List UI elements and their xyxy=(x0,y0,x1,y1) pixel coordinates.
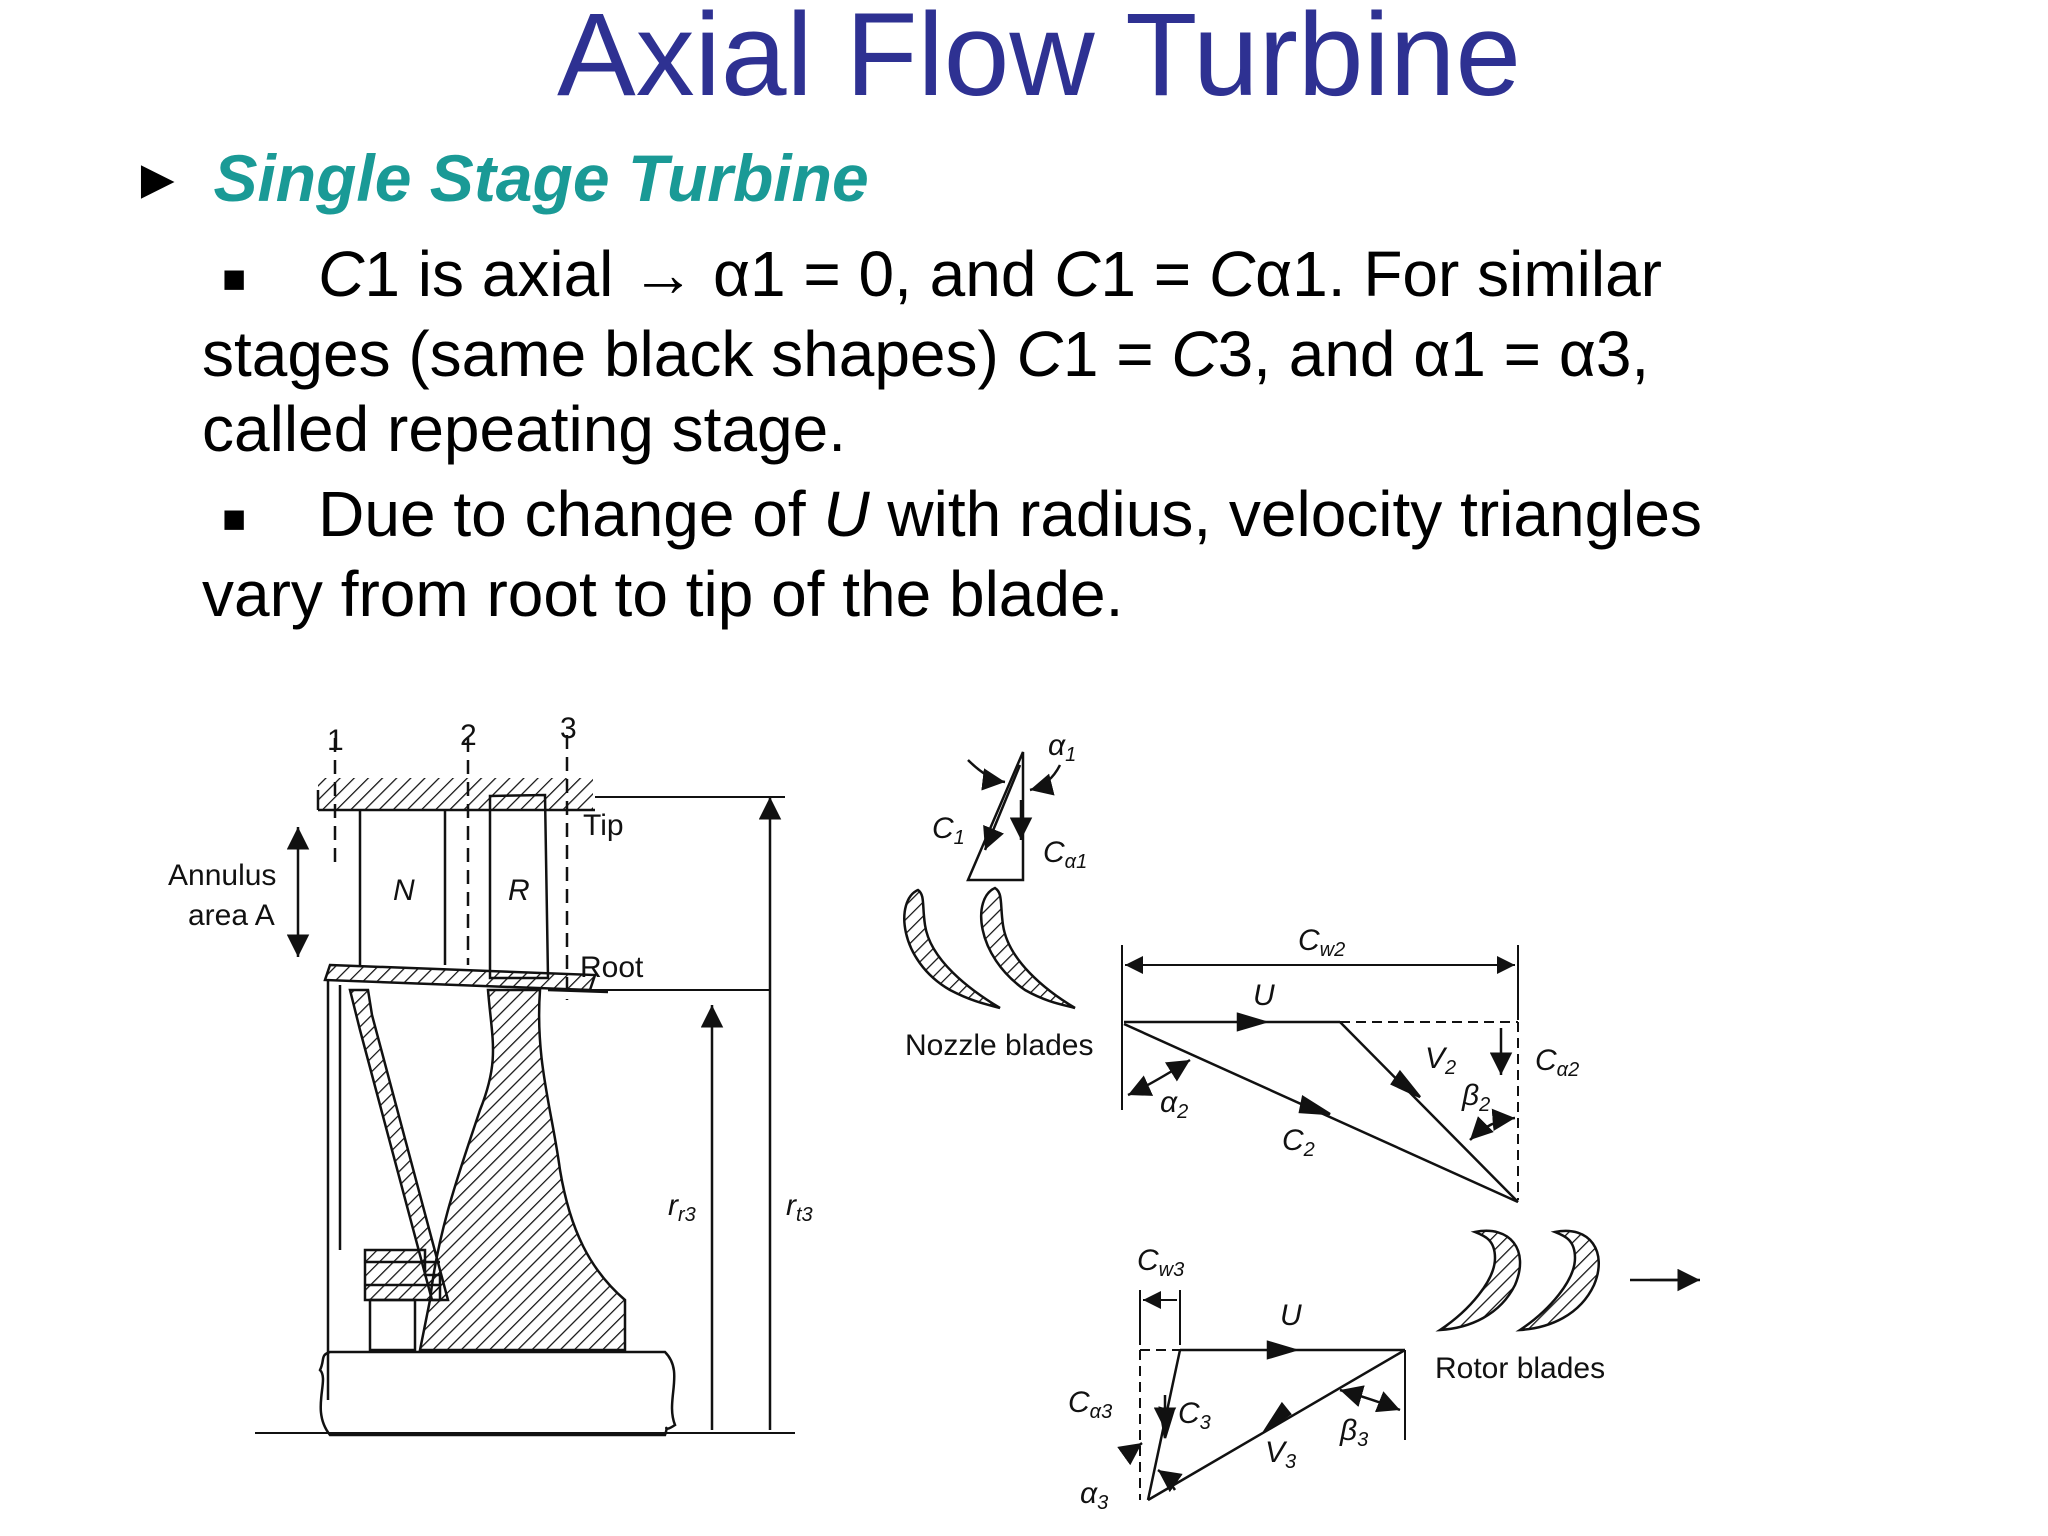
c1-label: C1 xyxy=(932,812,965,849)
slide-title: Axial Flow Turbine xyxy=(556,0,1522,121)
station-3-label: 3 xyxy=(560,712,577,745)
inlet-velocity-triangle xyxy=(966,751,1062,882)
velocity-triangle-2 xyxy=(1121,945,1519,1204)
v3-label: V3 xyxy=(1265,1436,1296,1473)
square-bullet-icon: ■ xyxy=(222,496,247,541)
cw2-label: Cw2 xyxy=(1298,924,1345,961)
var-c: C xyxy=(318,238,365,310)
beta3-label: β3 xyxy=(1339,1414,1368,1451)
inlet-triangle-labels: α1 C1 Cα1 xyxy=(932,729,1087,873)
alpha3-label: α3 xyxy=(1080,1477,1108,1514)
stage-labels: 1 2 3 Tip Root Annulus area A N R rr3 rt… xyxy=(168,712,813,1226)
root-label: Root xyxy=(580,951,644,984)
var-c: C xyxy=(1208,238,1256,310)
annulus-label-line1: Annulus xyxy=(168,859,276,892)
ca1-label: Cα1 xyxy=(1043,836,1087,873)
ca2-label: Cα2 xyxy=(1535,1044,1579,1081)
text-run: α1. For similar stages (same black shape… xyxy=(202,238,1662,390)
section-heading-text: Single Stage Turbine xyxy=(213,141,869,215)
u2-label: U xyxy=(1253,979,1275,1012)
nozzle-blades-label: Nozzle blades xyxy=(905,1029,1093,1062)
var-u: U xyxy=(823,478,870,550)
triangle-2-labels: Cw2 U V2 β2 Cα2 α2 C2 xyxy=(1160,924,1579,1161)
velocity-triangle-3 xyxy=(1117,1290,1406,1502)
c3-label: C3 xyxy=(1178,1397,1211,1434)
shaft xyxy=(318,1350,677,1437)
cw3-label: Cw3 xyxy=(1137,1244,1184,1281)
beta2-label: β2 xyxy=(1461,1079,1490,1116)
var-c: C xyxy=(1016,317,1063,390)
text-run: 1 = xyxy=(1062,317,1172,390)
alpha2-label: α2 xyxy=(1160,1086,1188,1123)
ca3-label: Cα3 xyxy=(1068,1386,1112,1423)
station-1-label: 1 xyxy=(327,724,344,757)
rotor-disc xyxy=(418,988,627,1352)
rotor-blades-label: Rotor blades xyxy=(1435,1352,1605,1385)
var-c: C xyxy=(1054,238,1101,310)
stage-cross-section xyxy=(255,735,795,1437)
square-bullet-icon: ■ xyxy=(222,256,247,301)
rotor-letter: R xyxy=(508,874,530,907)
u3-label: U xyxy=(1280,1299,1302,1332)
annulus-label-line2: area A xyxy=(188,899,275,932)
v2-vector xyxy=(1339,1021,1519,1203)
bullet-velocity-triangles: ■ Due to change of U with radius, velocit… xyxy=(202,477,1802,632)
tip-radius-label: rt3 xyxy=(786,1189,813,1226)
text-run: 3, and α1 = α3, called repeating stage. xyxy=(202,317,1650,465)
alpha1-label: α1 xyxy=(1048,729,1076,766)
text-run: 1 = xyxy=(1100,238,1209,310)
text-run: 1 is axial → α1 = 0, and xyxy=(364,238,1055,310)
v2-label: V2 xyxy=(1425,1042,1456,1079)
var-c: C xyxy=(1171,317,1218,390)
root-radius-label: rr3 xyxy=(668,1189,696,1226)
c2-label: C2 xyxy=(1282,1124,1315,1161)
station-2-label: 2 xyxy=(460,719,477,752)
root-platform xyxy=(323,963,597,992)
nozzle-blade-profiles xyxy=(903,886,1076,1010)
turbine-stage-figure: 1 2 3 Tip Root Annulus area A N R rr3 rt… xyxy=(168,712,1700,1514)
triangle-3-labels: Cw3 U Cα3 C3 β3 V3 α3 xyxy=(1068,1244,1368,1514)
triangle-bullet-icon: ► xyxy=(130,146,186,210)
text-run: with radius, velocity triangles vary fro… xyxy=(202,478,1702,630)
tip-label: Tip xyxy=(583,809,624,842)
text-run: Due to change of xyxy=(318,478,824,550)
casing-hatch xyxy=(318,778,593,810)
bullet-repeating-stage: ■C1 is axial → α1 = 0, and C1 = Cα1. For… xyxy=(202,237,1802,467)
nozzle-letter: N xyxy=(393,874,415,907)
rotor-blade-profiles xyxy=(1435,1229,1600,1332)
v3-vector xyxy=(1147,1348,1406,1502)
section-heading: ► Single Stage Turbine xyxy=(130,140,869,216)
